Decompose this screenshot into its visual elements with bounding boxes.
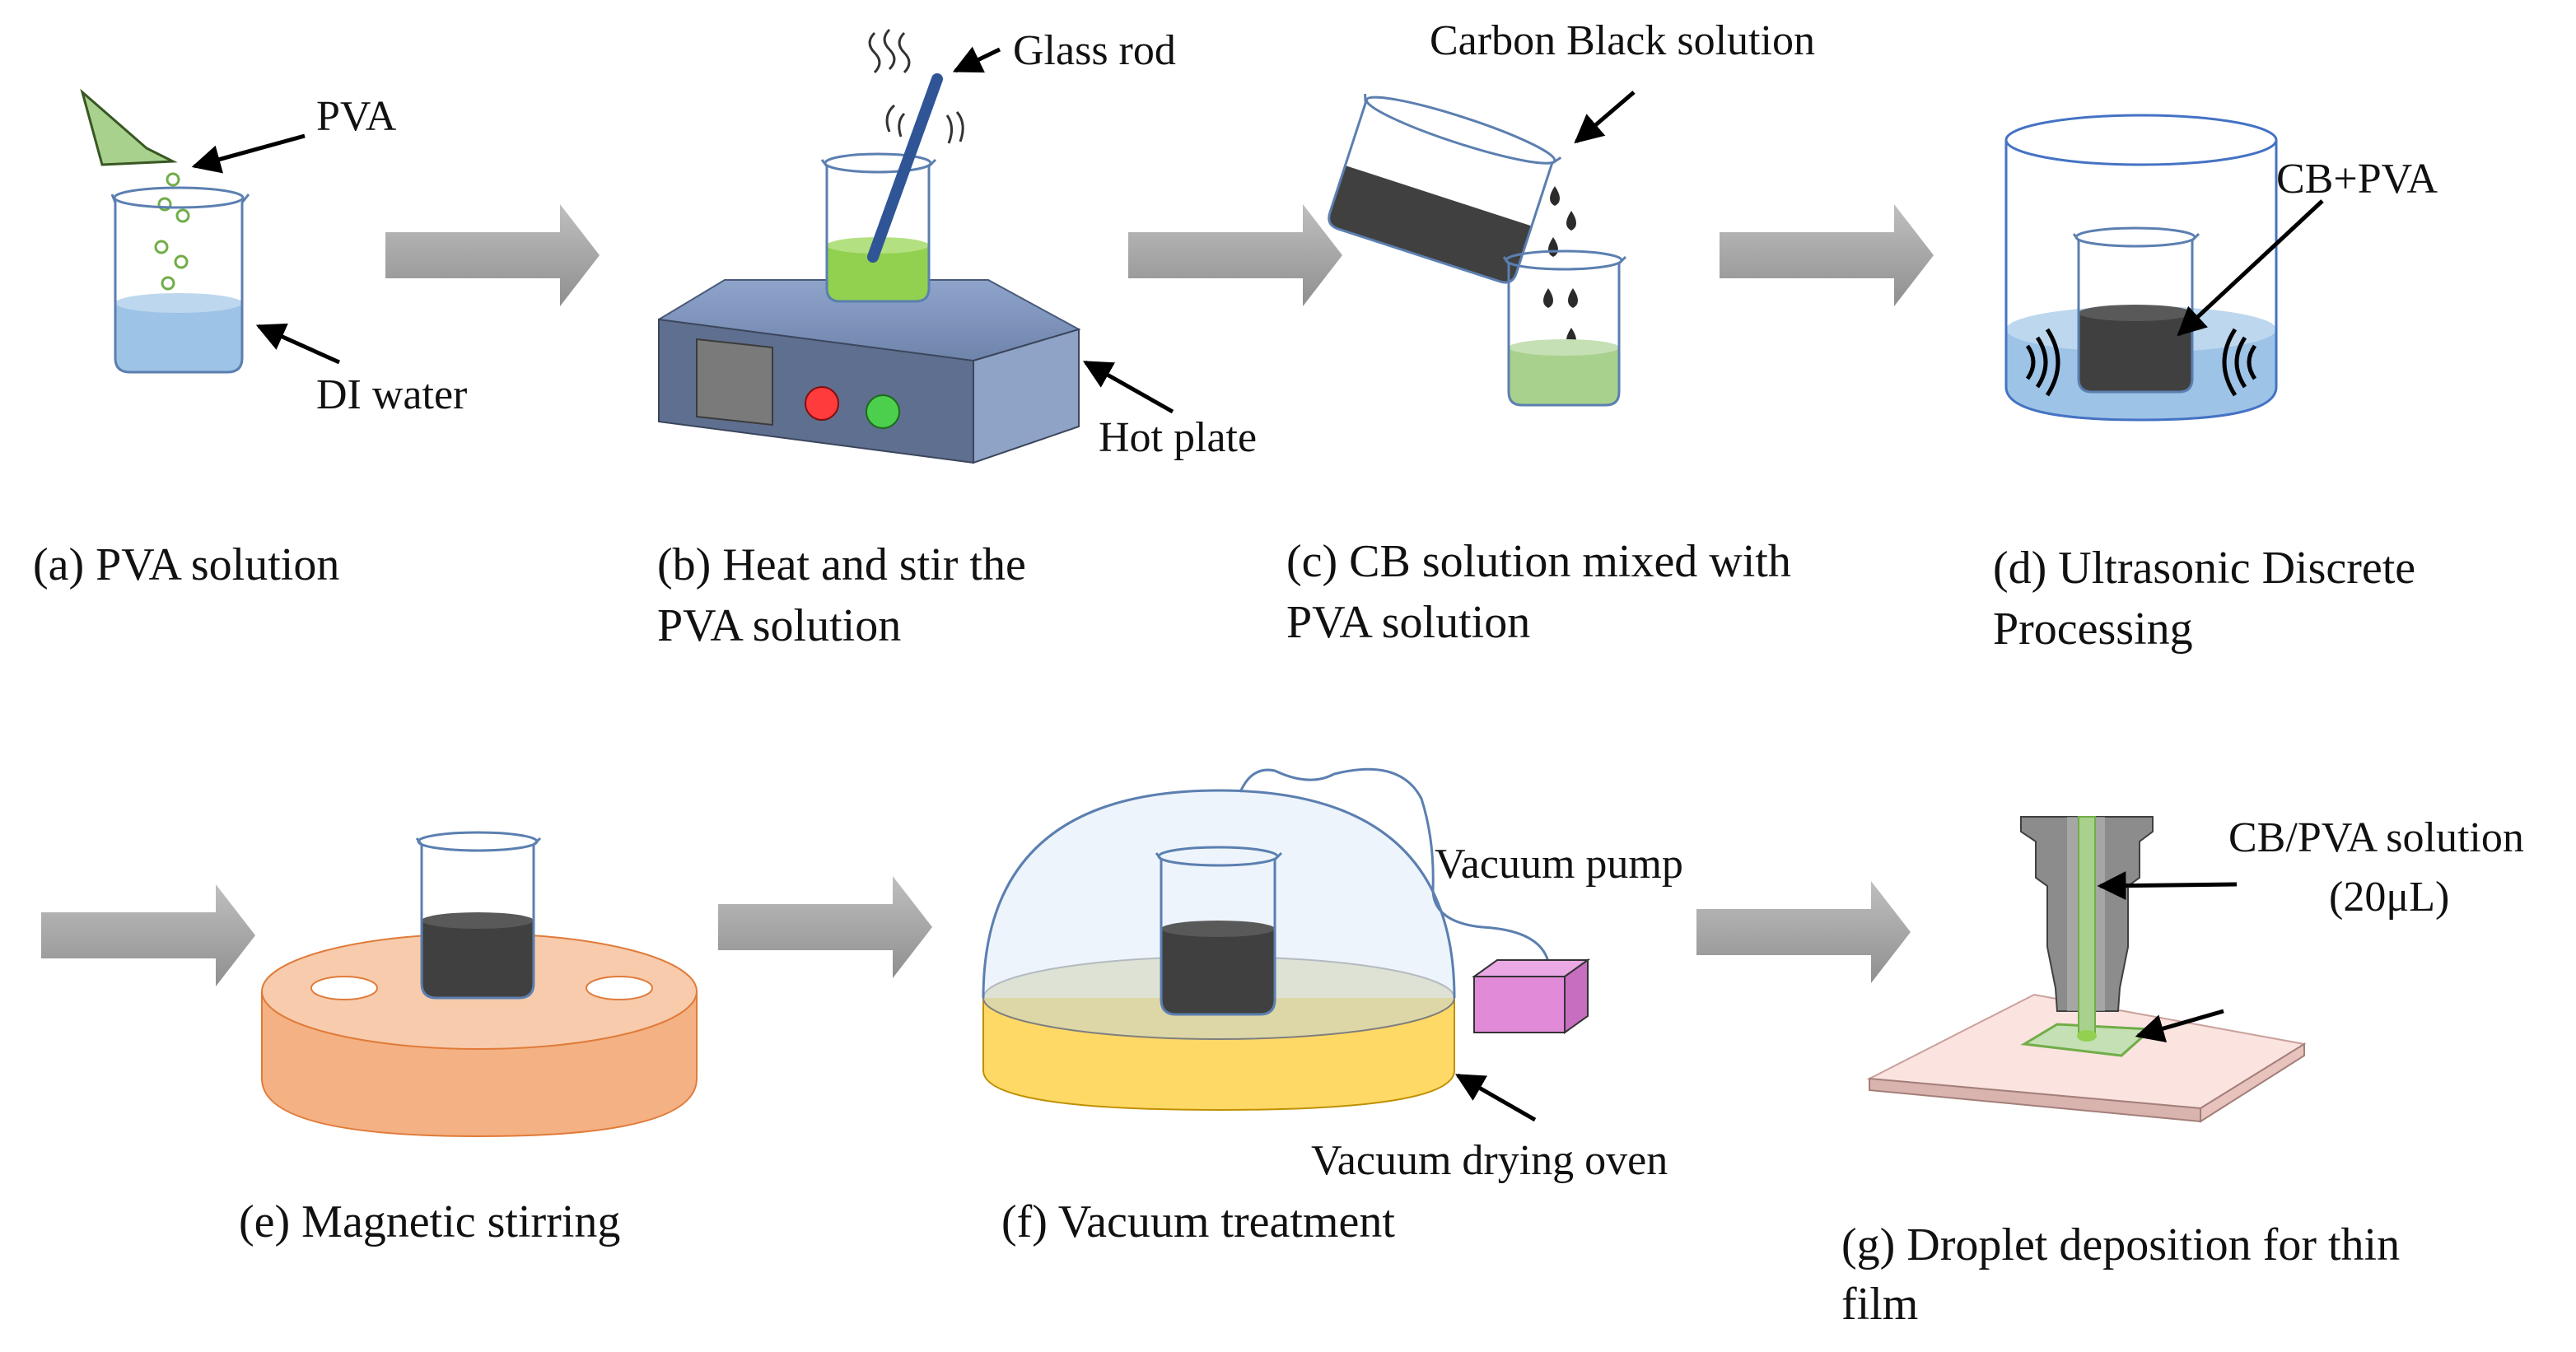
beaker-vacuum-icon [1155,846,1283,1016]
glass-rod-label: Glass rod [1013,27,1176,74]
carbon-black-label: Carbon Black solution [1430,17,1815,64]
process-arrow-d-e [41,884,255,986]
caption-b-line-2: PVA solution [657,600,901,651]
beaker-stirring-icon [415,831,542,1000]
cb-pva-label: CB+PVA [2276,156,2438,203]
vacuum-pump-label: Vacuum pump [1435,841,1683,888]
glass-rod-pointer [952,46,1001,73]
cb-pva-pointer [2177,199,2324,337]
volume-label: (20μL) [2329,874,2449,921]
cb-pva-solution-pointer [2097,871,2238,901]
di-water-pointer [255,323,341,365]
process-arrow-a-b [385,204,600,306]
vacuum-hose [1239,767,1550,963]
vacuum-pump-icon [1471,958,1591,1034]
beaker-cb-pva-sonication-icon [2072,226,2200,394]
caption-c-line-1: (c) CB solution mixed with [1286,536,1791,587]
carbon-black-pointer [1574,91,1636,144]
vacuum-oven-label: Vacuum drying oven [1311,1137,1668,1184]
caption-a: (a) PVA solution [33,539,339,590]
vacuum-dome-icon [982,789,1456,999]
process-arrow-e-f [718,876,932,978]
caption-d-line-2: Processing [1993,604,2193,655]
caption-g-line-2: film [1841,1279,1918,1330]
process-arrow-c-d [1720,204,1934,306]
caption-c: (c) CB solution mixed with PVA solution [1286,536,1803,648]
caption-g: (g) Droplet deposition for thin film [1841,1219,2411,1330]
caption-b-line-1: (b) Heat and stir the [657,539,1026,590]
hot-plate-pointer [1082,360,1174,414]
pva-pointer [191,133,306,174]
pva-particles-icon [154,172,190,291]
caption-c-line-2: PVA solution [1286,597,1530,648]
caption-e: (e) Magnetic stirring [239,1196,620,1247]
droplet-pointer [2135,1009,2224,1043]
hot-plate-icon [658,279,1081,464]
caption-d: (d) Ultrasonic Discrete Processing [1993,543,2427,655]
caption-g-line-1: (g) Droplet deposition for thin [1841,1219,2400,1270]
cb-pva-solution-label: CB/PVA solution [2228,814,2524,861]
beaker-pva-receiving-icon [1502,249,1627,407]
sound-waves-icon [2025,328,2257,397]
caption-f: (f) Vacuum treatment [1001,1196,1395,1247]
hot-plate-label: Hot plate [1099,414,1257,461]
process-arrow-f-g [1696,881,1911,983]
tilted-beaker-carbon-black-icon [1328,94,1562,284]
steam-icon [868,28,964,144]
caption-b: (b) Heat and stir the PVA solution [657,539,1038,651]
process-arrow-b-c [1128,204,1342,306]
di-water-label: DI water [316,371,467,418]
vacuum-oven-pointer [1454,1073,1537,1122]
pipette-tip-icon [2020,816,2154,1042]
pva-label: PVA [316,93,397,140]
beaker-di-water-icon [110,186,250,374]
pva-powder-scoop-icon [80,88,178,166]
glass-rod-icon [867,73,943,263]
caption-d-line-1: (d) Ultrasonic Discrete [1993,543,2415,594]
